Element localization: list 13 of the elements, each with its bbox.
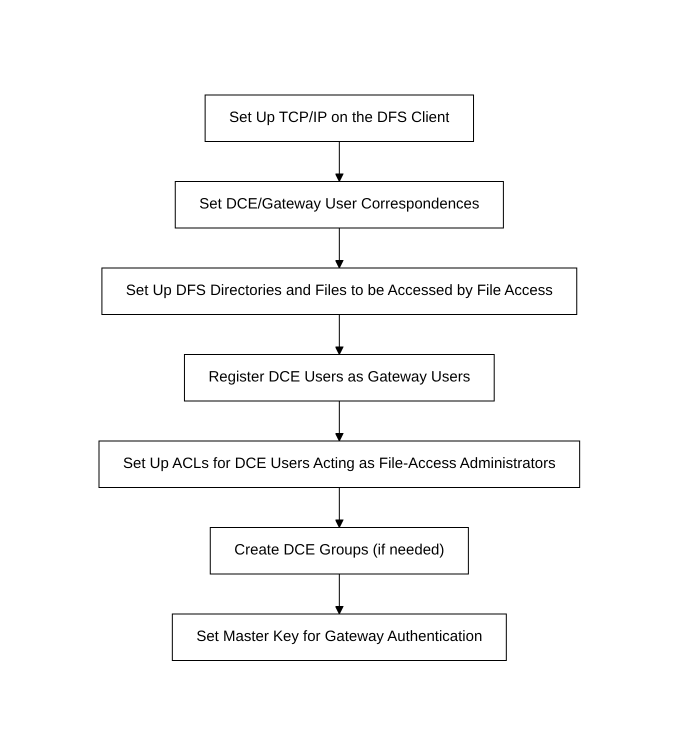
node-box: Register DCE Users as Gateway Users: [184, 354, 495, 402]
arrow: [335, 573, 344, 614]
arrow: [335, 400, 344, 442]
arrow: [335, 486, 344, 528]
node-box: Set Master Key for Gateway Authentication: [172, 613, 507, 661]
node-box: Set Up ACLs for DCE Users Acting as File-Access Administrators: [98, 440, 580, 488]
node-box: Set Up DFS Directories and Files to be Accessed by File Access: [102, 267, 578, 315]
arrow: [335, 140, 344, 182]
node-box: Set Up TCP/IP on the DFS Client: [204, 94, 474, 142]
node-box: Set DCE/Gateway User Correspondences: [174, 180, 504, 228]
arrow: [335, 227, 344, 268]
node-box: Create DCE Groups (if needed): [210, 526, 470, 574]
arrow: [335, 314, 344, 355]
